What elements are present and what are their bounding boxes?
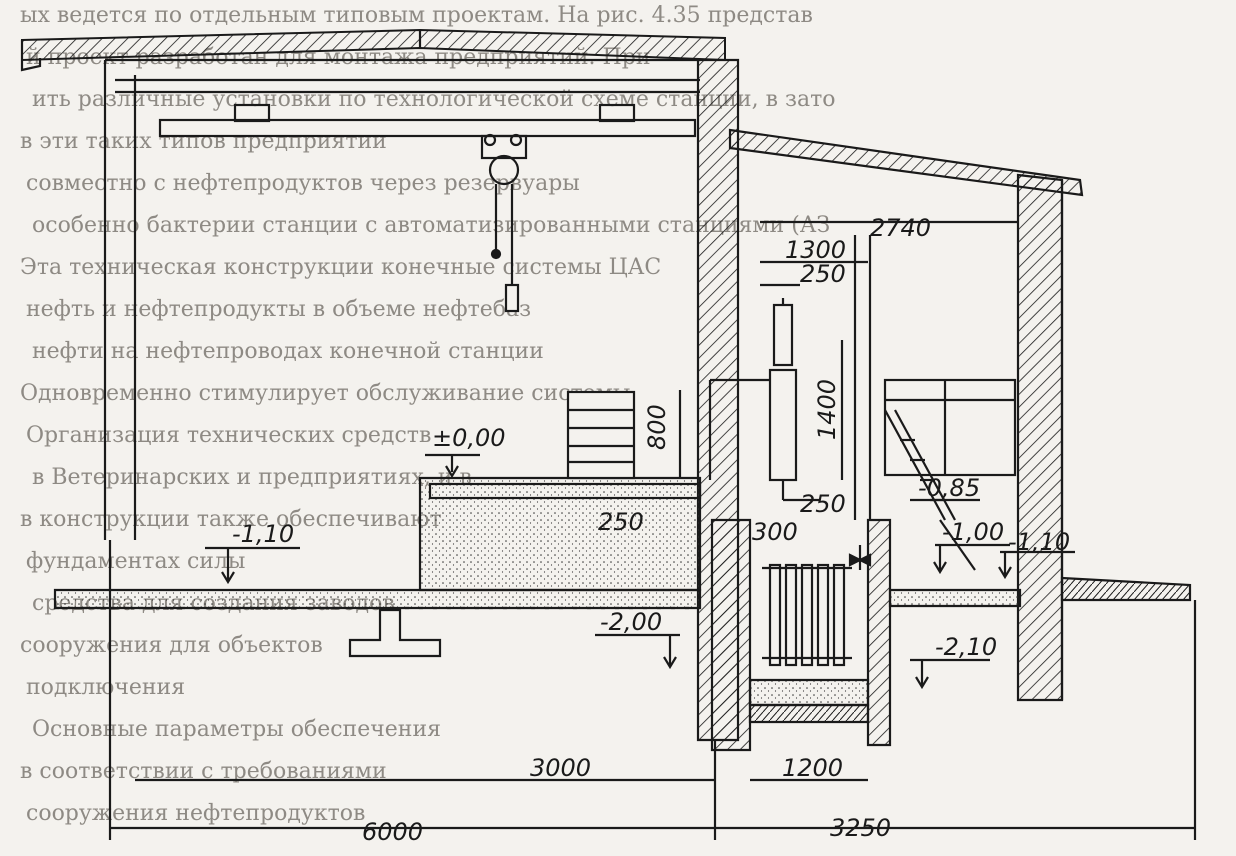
dim-1300: 1300 [785, 236, 846, 264]
level-marker-m100 [933, 543, 1010, 575]
crane-wheel-right [598, 103, 636, 123]
level-m100: -1,00 [942, 518, 1004, 546]
background-text-line: совместно с нефтепродуктов через резерву… [26, 171, 580, 196]
fuel-tank [566, 390, 636, 480]
dim-1400: 1400 [813, 379, 841, 440]
level-m085: -0,85 [918, 474, 980, 502]
tank-foundation [418, 476, 702, 592]
level-marker-m110-right [998, 550, 1075, 580]
pit-wall-left [710, 518, 752, 752]
stair-railing [883, 378, 1017, 571]
level-labels: ±0,00 -1,10 -2,00 -0,85 -1,00 -1,10 -2,1… [232, 424, 1070, 661]
level-zero: ±0,00 [432, 424, 506, 452]
level-m200: -2,00 [600, 608, 662, 636]
background-text-line: нефти на нефтепроводах конечной станции [32, 339, 544, 364]
ground-slab-right [888, 588, 1022, 608]
valve [848, 545, 872, 570]
dim-250-mid: 250 [800, 490, 846, 518]
main-building-structure [20, 28, 1197, 840]
level-marker-m210 [910, 658, 990, 690]
level-marker-zero [425, 453, 480, 479]
tank-foundation-cap [428, 482, 702, 500]
pit-floor-earth [748, 703, 870, 724]
dim-3250: 3250 [830, 814, 891, 842]
annex-wall-right [1016, 173, 1064, 702]
level-m210: -2,10 [935, 633, 997, 661]
level-m110-left: -1,10 [232, 520, 294, 548]
dim-250-left: 250 [598, 508, 644, 536]
background-text-line: сооружения нефтепродуктов [26, 801, 365, 826]
dim-2740: 2740 [870, 214, 931, 242]
background-text-line: фундаментах силы [26, 549, 245, 574]
dim-3000: 3000 [530, 754, 591, 782]
pit-wall-right [866, 518, 892, 747]
level-marker-m110-left [205, 546, 300, 585]
radiator [762, 563, 852, 667]
background-text-line: Эта техническая конструкции конечные сис… [20, 255, 661, 280]
dimension-labels: 6000 3000 3250 1200 2740 1300 250 1400 8… [362, 214, 931, 846]
background-text-line: подключения [26, 675, 185, 700]
dim-250-top: 250 [800, 260, 846, 288]
roof-overhang [20, 40, 42, 72]
dim-800: 800 [643, 404, 671, 450]
background-text-line: сооружения для объектов [20, 633, 323, 658]
filter-column [768, 298, 820, 502]
dim-1200: 1200 [782, 754, 843, 782]
crane-girder [158, 118, 697, 138]
dim-6000: 6000 [362, 818, 423, 846]
outside-ground [1060, 576, 1192, 602]
hoist-trolley [480, 133, 528, 313]
background-text-line: в конструкции также обеспечивают [20, 507, 442, 532]
background-text-line: Организация технических средств [26, 423, 431, 448]
background-text-line: Одновременно стимулирует обслуживание си… [20, 381, 630, 406]
i-beam [348, 608, 442, 658]
level-m110-right: -1,10 [1008, 528, 1070, 556]
background-text-line: в Ветеринарских и предприятиях, и в [32, 465, 472, 490]
level-marker-m200 [595, 633, 680, 670]
background-text-line: нефть и нефтепродукты в объеме нефтебаз [26, 297, 531, 322]
annex-roof [728, 128, 1084, 197]
ground-slab-left [53, 588, 702, 610]
dim-300: 300 [752, 518, 798, 546]
pit-floor [748, 678, 870, 707]
background-text-line: ых ведется по отдельным типовым проектам… [20, 3, 813, 28]
crane-wheel-left [233, 103, 271, 123]
background-text-line: Основные параметры обеспечения [32, 717, 441, 742]
